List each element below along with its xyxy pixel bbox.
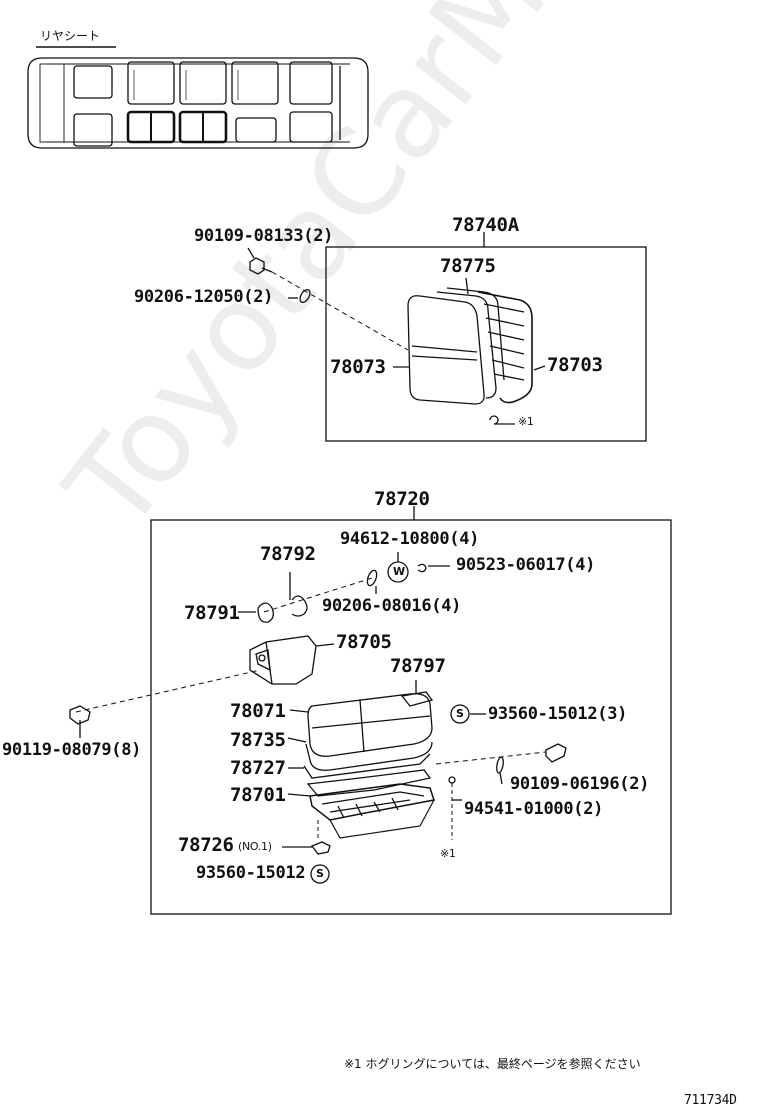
part-ring: 94541-01000(2) bbox=[464, 799, 604, 819]
cushion-ring-note: ※1 bbox=[440, 847, 456, 860]
part-stopper-note: (NO.1) bbox=[238, 840, 272, 853]
part-cushion-cover: 78071 bbox=[230, 700, 286, 722]
vehicle-layout-thumbnail bbox=[27, 46, 369, 149]
part-frame: 78701 bbox=[230, 784, 286, 806]
part-clip-s1: 93560-15012(3) bbox=[488, 704, 628, 724]
part-protector: 78727 bbox=[230, 757, 286, 779]
part-bolt-side: 90109-06196(2) bbox=[510, 774, 650, 794]
part-spring: 78703 bbox=[547, 354, 603, 376]
part-washer: 90206-08016(4) bbox=[322, 596, 462, 616]
part-clip-s2: 93560-15012 bbox=[196, 863, 306, 883]
part-frame-top: 78775 bbox=[440, 255, 496, 277]
assembly-78720: 78720 bbox=[374, 488, 430, 510]
part-bolt-top: 90109-08133(2) bbox=[194, 226, 334, 246]
back-ring-note: ※1 bbox=[518, 415, 534, 428]
cushion-group-box bbox=[150, 519, 672, 915]
part-washer-top: 90206-12050(2) bbox=[134, 287, 274, 307]
back-group-box bbox=[325, 246, 647, 442]
part-pad: 78735 bbox=[230, 729, 286, 751]
part-nut: 90523-06017(4) bbox=[456, 555, 596, 575]
s-symbol-1: S bbox=[456, 707, 464, 720]
s-symbol-2: S bbox=[316, 867, 324, 880]
part-hinge-bolt: 94612-10800(4) bbox=[340, 529, 480, 549]
w-symbol: W bbox=[393, 565, 405, 578]
part-bracket: 78705 bbox=[336, 631, 392, 653]
part-stopper: 78726 bbox=[178, 834, 234, 856]
part-hinge-spring: 78792 bbox=[260, 543, 316, 565]
cushion-cover-shape bbox=[307, 693, 433, 757]
part-hinge-pin: 78791 bbox=[184, 602, 240, 624]
part-bolt-left: 90119-08079(8) bbox=[2, 740, 142, 760]
footnote: ※1 ホグリングについては、最終ページを参照ください bbox=[344, 1057, 641, 1071]
part-label-plate: 78797 bbox=[390, 655, 446, 677]
drawing-id: 711734D bbox=[684, 1093, 737, 1108]
assembly-78740a: 78740A bbox=[452, 214, 519, 236]
part-back-cover: 78073 bbox=[330, 356, 386, 378]
back-cover-shape bbox=[407, 295, 485, 405]
section-label: リヤシート bbox=[40, 29, 101, 43]
